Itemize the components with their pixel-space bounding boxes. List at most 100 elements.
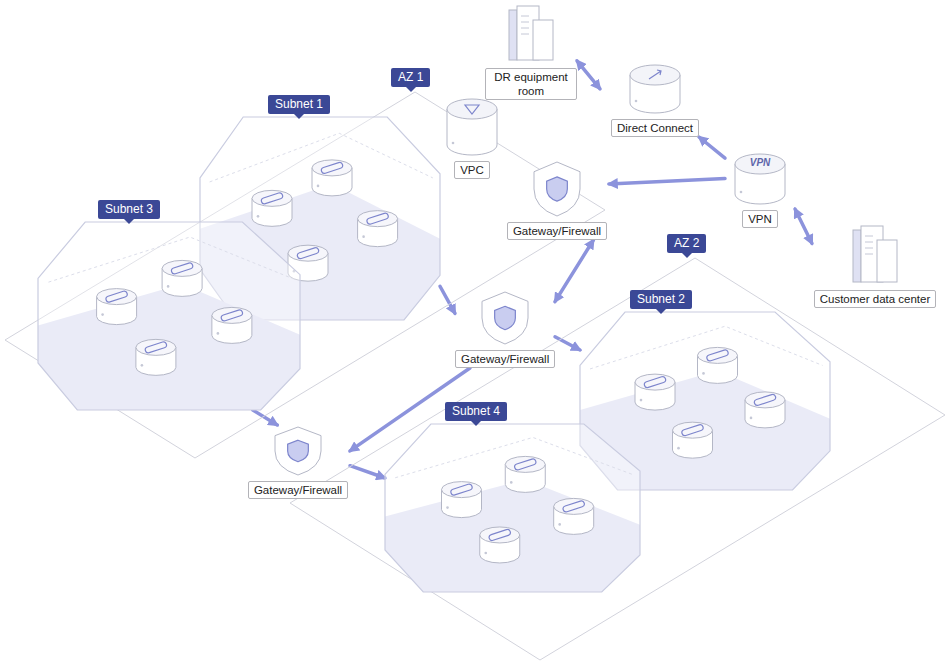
status-dot bbox=[740, 191, 743, 194]
icon-shield bbox=[482, 292, 528, 344]
server-glyph bbox=[754, 394, 777, 407]
icon-label: Direct Connect bbox=[611, 119, 699, 137]
status-dot bbox=[101, 313, 104, 316]
server-glyph bbox=[261, 192, 284, 205]
cylinder-top bbox=[673, 422, 713, 438]
cylinder-top bbox=[698, 347, 738, 363]
cloud-server bbox=[745, 392, 785, 428]
cloud-server bbox=[312, 160, 352, 196]
status-dot bbox=[635, 100, 638, 103]
icon-lettering: VPN bbox=[750, 157, 771, 168]
cylinder-top bbox=[505, 456, 545, 472]
server-glyph bbox=[681, 424, 704, 437]
icon-label: Gateway/Firewall bbox=[507, 222, 607, 240]
zone-tag: AZ 2 bbox=[667, 234, 706, 253]
server-glyph bbox=[145, 341, 168, 354]
building-front bbox=[533, 20, 553, 60]
cylinder-top bbox=[630, 65, 680, 85]
status-dot bbox=[317, 185, 320, 188]
subnet-drawing bbox=[385, 402, 640, 592]
server-glyph bbox=[562, 500, 585, 513]
server-glyph bbox=[321, 162, 344, 175]
cloud-server bbox=[358, 211, 398, 247]
connector-arrow bbox=[577, 61, 600, 89]
icon-bld bbox=[853, 226, 897, 282]
cloud-server bbox=[480, 527, 520, 563]
status-dot bbox=[167, 285, 170, 288]
subnet-box: Subnet 4 bbox=[385, 402, 640, 592]
icon-shield bbox=[534, 162, 580, 216]
building-stripe bbox=[865, 242, 873, 243]
cloud-server bbox=[252, 190, 292, 226]
subnet-edge bbox=[210, 133, 433, 182]
status-dot bbox=[257, 215, 260, 218]
server-glyph bbox=[171, 262, 194, 275]
icon-vpc bbox=[447, 99, 497, 155]
building-stripe bbox=[865, 236, 873, 237]
status-dot bbox=[446, 506, 449, 509]
server-glyph bbox=[514, 458, 537, 471]
cylinder-top bbox=[442, 482, 482, 498]
shield-inner bbox=[547, 177, 568, 201]
subnet-tag: Subnet 2 bbox=[630, 290, 692, 309]
vpc-glyph bbox=[465, 105, 479, 114]
zone-plane bbox=[290, 258, 945, 660]
cylinder-top bbox=[288, 245, 328, 261]
icon-shield bbox=[275, 427, 321, 475]
shield-shape bbox=[482, 292, 528, 344]
connector-arrow bbox=[609, 179, 725, 184]
zone-plane bbox=[5, 92, 605, 458]
building-stripe bbox=[521, 16, 529, 17]
connector-arrow bbox=[253, 410, 277, 425]
server-glyph bbox=[297, 247, 320, 260]
server-glyph bbox=[644, 376, 667, 389]
server-glyph bbox=[105, 290, 128, 303]
cylinder-top bbox=[97, 289, 137, 305]
icon-label: VPN bbox=[742, 210, 778, 228]
service-icon: DR equipment room bbox=[485, 2, 577, 100]
building-stripe bbox=[521, 28, 529, 29]
icon-drawing bbox=[442, 97, 502, 159]
status-dot bbox=[452, 142, 455, 145]
server-glyph bbox=[706, 349, 729, 362]
subnet-tag: Subnet 1 bbox=[268, 95, 330, 114]
cloud-server bbox=[554, 498, 594, 534]
server-glyph bbox=[450, 483, 473, 496]
icon-drawing bbox=[455, 290, 555, 348]
connector-arrow bbox=[350, 466, 385, 478]
icon-drawing bbox=[812, 222, 938, 288]
cloud-server bbox=[442, 482, 482, 518]
icon-label: Gateway/Firewall bbox=[455, 350, 555, 368]
icon-label: Gateway/Firewall bbox=[248, 481, 348, 499]
cylinder-top bbox=[162, 260, 202, 276]
icon-vpn bbox=[735, 154, 785, 204]
icon-label: Customer data center bbox=[814, 290, 937, 308]
cloud-server bbox=[635, 374, 675, 410]
connector-arrow bbox=[699, 137, 725, 158]
subnet-tag: Subnet 3 bbox=[98, 200, 160, 219]
subnet-housing bbox=[38, 222, 300, 410]
building-stripe bbox=[865, 248, 873, 249]
cylinder-top bbox=[635, 374, 675, 390]
service-icon: Gateway/Firewall bbox=[455, 290, 555, 368]
shield-shape bbox=[275, 427, 321, 475]
building-side bbox=[509, 10, 517, 60]
icon-dc bbox=[630, 65, 680, 113]
icon-drawing bbox=[505, 160, 609, 220]
connector-arrow bbox=[555, 337, 580, 350]
status-dot bbox=[484, 552, 487, 555]
icon-drawing bbox=[600, 63, 710, 117]
status-dot bbox=[141, 364, 144, 367]
icon-bld bbox=[509, 6, 553, 60]
connector-arrow bbox=[795, 209, 812, 244]
cylinder-top bbox=[312, 160, 352, 176]
building-stripe bbox=[521, 22, 529, 23]
shield-inner bbox=[495, 306, 516, 329]
status-dot bbox=[677, 447, 680, 450]
cylinder-top bbox=[554, 498, 594, 514]
icon-label: VPC bbox=[454, 161, 490, 179]
dc-glyph bbox=[649, 70, 661, 79]
service-icon: Gateway/Firewall bbox=[505, 160, 609, 240]
cloud-server bbox=[162, 260, 202, 296]
zone-tag: AZ 1 bbox=[391, 68, 430, 87]
